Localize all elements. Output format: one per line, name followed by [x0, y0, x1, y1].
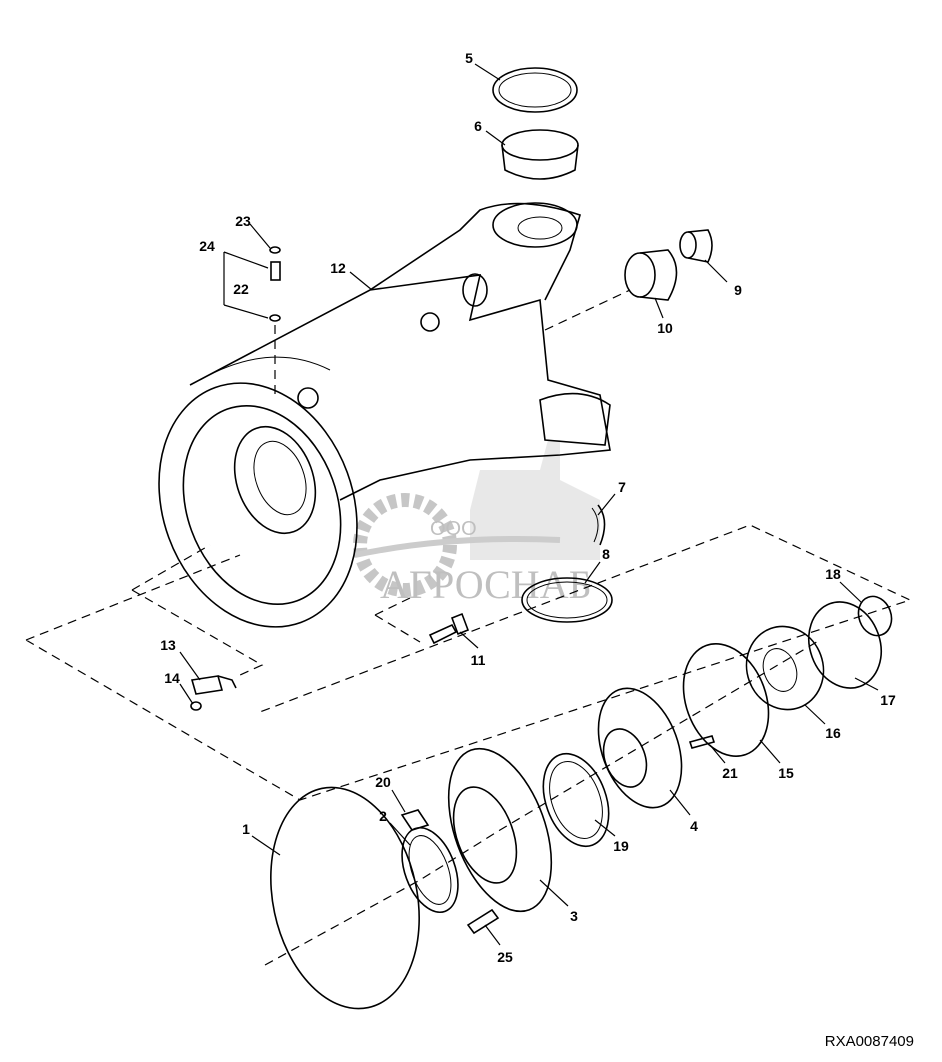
- callout-1: 1: [242, 821, 250, 837]
- watermark-logo: ООО АГРОСНАБ: [353, 440, 600, 607]
- callout-8: 8: [602, 546, 610, 562]
- part-11-bolt: [428, 612, 470, 645]
- watermark-name: АГРОСНАБ: [380, 562, 592, 607]
- callout-24: 24: [199, 238, 215, 254]
- part-22-23-24-fitting: [269, 246, 281, 322]
- watermark-prefix: ООО: [430, 518, 477, 540]
- callout-23: 23: [235, 213, 251, 229]
- part-18-ring: [857, 595, 893, 637]
- part-1-oring: [270, 786, 420, 1010]
- callout-labels: 1 2 3 4 5 6 7 8 9 10 11 12 13 14 15 16 1…: [160, 50, 896, 965]
- callout-10: 10: [657, 320, 673, 336]
- part-8-ring: [521, 577, 613, 623]
- part-15-oring: [682, 643, 770, 757]
- part-13-clip: [190, 675, 237, 695]
- callout-21: 21: [722, 765, 738, 781]
- callout-11: 11: [471, 652, 486, 668]
- figure-id: RXA0087409: [824, 1033, 914, 1050]
- part-3-flange: [447, 747, 553, 913]
- part-5-seal-ring: [492, 67, 578, 113]
- callout-17: 17: [880, 692, 896, 708]
- callout-19: 19: [613, 838, 629, 854]
- assembly-dashed-lines: [25, 289, 912, 966]
- callout-18: 18: [825, 566, 841, 582]
- callout-3: 3: [570, 908, 578, 924]
- part-19-ring: [542, 752, 610, 848]
- callout-5: 5: [465, 50, 473, 66]
- part-6-bearing-cup: [501, 129, 579, 180]
- callout-7: 7: [618, 479, 626, 495]
- callout-15: 15: [778, 765, 794, 781]
- callout-14: 14: [164, 670, 180, 686]
- leader-lines: [179, 63, 879, 946]
- callout-16: 16: [825, 725, 841, 741]
- part-9-sleeve: [679, 229, 713, 263]
- callout-9: 9: [734, 282, 742, 298]
- part-20-pin: [400, 809, 430, 831]
- part-17-oring: [808, 601, 882, 689]
- callout-20: 20: [375, 774, 391, 790]
- callout-22: 22: [233, 281, 249, 297]
- part-14-screw: [190, 701, 202, 711]
- part-4-piston: [597, 687, 683, 809]
- part-10-bushing: [624, 249, 678, 301]
- callout-6: 6: [474, 118, 482, 134]
- callout-4: 4: [690, 818, 698, 834]
- axle-housing: [158, 202, 611, 628]
- part-16-ring: [745, 625, 825, 711]
- callout-25: 25: [497, 949, 513, 965]
- part-25-bolt: [466, 908, 500, 935]
- callout-13: 13: [160, 637, 176, 653]
- callout-2: 2: [379, 808, 387, 824]
- part-2-ring: [401, 826, 459, 914]
- part-21-pin: [688, 735, 716, 749]
- part-7-seal: [591, 504, 606, 546]
- callout-12: 12: [330, 260, 346, 276]
